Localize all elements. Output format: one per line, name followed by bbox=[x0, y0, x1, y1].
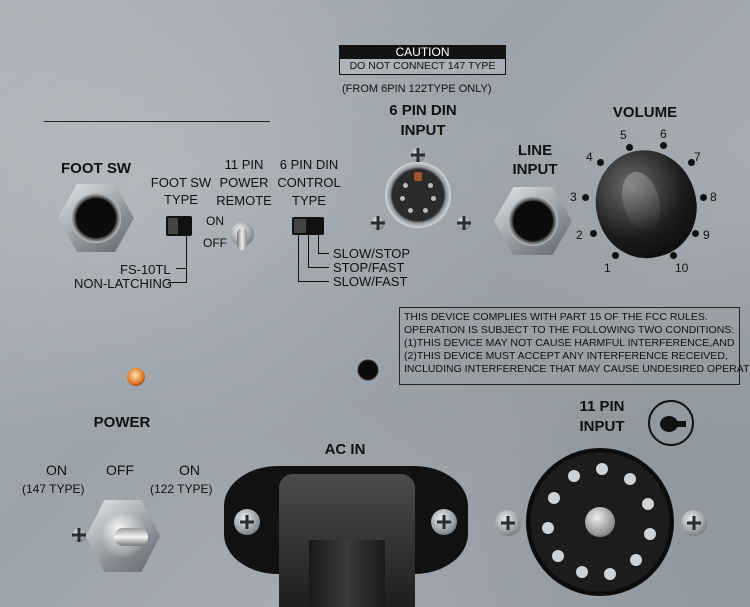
eleven-pin-screw-right bbox=[681, 510, 707, 536]
volume-dot-8 bbox=[700, 194, 707, 201]
caution-note: (FROM 6PIN 122TYPE ONLY) bbox=[342, 83, 492, 95]
caution-text: DO NOT CONNECT 147 TYPE bbox=[339, 59, 506, 75]
control-bracket-3 bbox=[298, 235, 329, 282]
line-input-label-1: LINE bbox=[517, 142, 553, 159]
volume-dot-5 bbox=[626, 144, 633, 151]
volume-tick-5: 5 bbox=[620, 128, 627, 142]
foot-sw-bracket-2 bbox=[168, 236, 187, 283]
eleven-pin-input-label-2: INPUT bbox=[579, 418, 625, 435]
din-input-socket[interactable] bbox=[371, 148, 473, 234]
foot-sw-jack[interactable] bbox=[71, 193, 121, 243]
control-type-label-3: TYPE bbox=[292, 193, 326, 208]
volume-tick-6: 6 bbox=[660, 127, 667, 141]
foot-sw-label: FOOT SW bbox=[61, 160, 131, 177]
power-label: POWER bbox=[93, 414, 151, 431]
fs-option-2: NON-LATCHING bbox=[74, 276, 172, 291]
caution-heading: CAUTION bbox=[339, 45, 506, 59]
line-input-label-2: INPUT bbox=[512, 161, 558, 178]
fcc-line-5: INCLUDING INTERFERENCE THAT MAY CAUSE UN… bbox=[404, 363, 750, 375]
volume-dot-3 bbox=[582, 194, 589, 201]
volume-dot-7 bbox=[688, 159, 695, 166]
power-led bbox=[127, 368, 145, 386]
fcc-notice: THIS DEVICE COMPLIES WITH PART 15 OF THE… bbox=[399, 307, 750, 385]
ac-screw-left bbox=[234, 509, 260, 535]
foot-sw-type-label-1: FOOT SW bbox=[150, 175, 212, 190]
line-input-jack[interactable] bbox=[508, 196, 558, 246]
remote-on-label: ON bbox=[206, 214, 224, 228]
control-option-1: SLOW/STOP bbox=[333, 246, 411, 261]
power-remote-label-1: 11 PIN bbox=[224, 157, 264, 172]
ac-screw-right bbox=[431, 509, 457, 535]
din-screw-right bbox=[457, 216, 471, 230]
volume-tick-2: 2 bbox=[576, 228, 583, 242]
volume-tick-3: 3 bbox=[570, 190, 577, 204]
eleven-pin-socket[interactable] bbox=[526, 448, 674, 596]
control-type-label-2: CONTROL bbox=[277, 175, 341, 190]
power-on-right-label: ON bbox=[179, 462, 200, 478]
divider-line bbox=[44, 121, 270, 122]
power-remote-label-2: POWER bbox=[219, 175, 269, 190]
volume-tick-9: 9 bbox=[703, 228, 710, 242]
din-screw-left bbox=[371, 216, 385, 230]
fcc-line-2: OPERATION IS SUBJECT TO THE FOLLOWING TW… bbox=[404, 324, 735, 336]
type-122-label: (122 TYPE) bbox=[150, 482, 213, 496]
eleven-pin-screw-left bbox=[495, 510, 521, 536]
control-type-slide-switch[interactable] bbox=[292, 217, 324, 235]
power-toggle-switch[interactable] bbox=[100, 512, 148, 560]
volume-tick-1: 1 bbox=[604, 261, 611, 275]
volume-tick-4: 4 bbox=[586, 150, 593, 164]
power-screw bbox=[72, 528, 86, 542]
remote-off-label: OFF bbox=[203, 236, 227, 250]
volume-dot-1 bbox=[612, 252, 619, 259]
power-off-label: OFF bbox=[106, 462, 134, 478]
fcc-line-1: THIS DEVICE COMPLIES WITH PART 15 OF THE… bbox=[404, 311, 708, 323]
control-option-3: SLOW/FAST bbox=[333, 274, 408, 289]
volume-tick-8: 8 bbox=[710, 190, 717, 204]
volume-tick-7: 7 bbox=[694, 150, 701, 164]
type-147-label: (147 TYPE) bbox=[22, 482, 85, 496]
din-input-label-1: 6 PIN DIN bbox=[389, 102, 457, 119]
volume-tick-10: 10 bbox=[675, 261, 689, 275]
remote-toggle-switch[interactable] bbox=[230, 222, 254, 250]
volume-dot-2 bbox=[590, 230, 597, 237]
caution-box: CAUTION DO NOT CONNECT 147 TYPE bbox=[339, 45, 506, 75]
small-hole bbox=[356, 358, 380, 382]
control-bracket-2 bbox=[308, 235, 329, 268]
din-input-label-2: INPUT bbox=[400, 122, 446, 139]
power-remote-label-3: REMOTE bbox=[216, 193, 272, 208]
eleven-pin-input-label-1: 11 PIN bbox=[579, 398, 625, 415]
ac-power-cord bbox=[309, 540, 385, 607]
foot-sw-type-label-2: TYPE bbox=[164, 192, 198, 207]
din-screw-top bbox=[411, 148, 425, 162]
foot-sw-type-slide-switch[interactable] bbox=[166, 216, 192, 236]
volume-dot-6 bbox=[660, 142, 667, 149]
volume-dot-9 bbox=[692, 230, 699, 237]
fs-option-1: FS-10TL bbox=[120, 262, 171, 277]
control-option-2: STOP/FAST bbox=[333, 260, 405, 275]
eleven-pin-key-icon bbox=[648, 400, 694, 446]
ac-in-label: AC IN bbox=[324, 441, 366, 458]
fcc-line-3: (1)THIS DEVICE MAY NOT CAUSE HARMFUL INT… bbox=[404, 337, 735, 349]
power-on-left-label: ON bbox=[46, 462, 67, 478]
control-bracket-1 bbox=[318, 235, 329, 254]
fcc-line-4: (2)THIS DEVICE MUST ACCEPT ANY INTERFERE… bbox=[404, 350, 728, 362]
volume-label: VOLUME bbox=[612, 104, 678, 121]
volume-dot-10 bbox=[670, 252, 677, 259]
control-type-label-1: 6 PIN DIN bbox=[279, 157, 339, 172]
volume-dot-4 bbox=[597, 159, 604, 166]
